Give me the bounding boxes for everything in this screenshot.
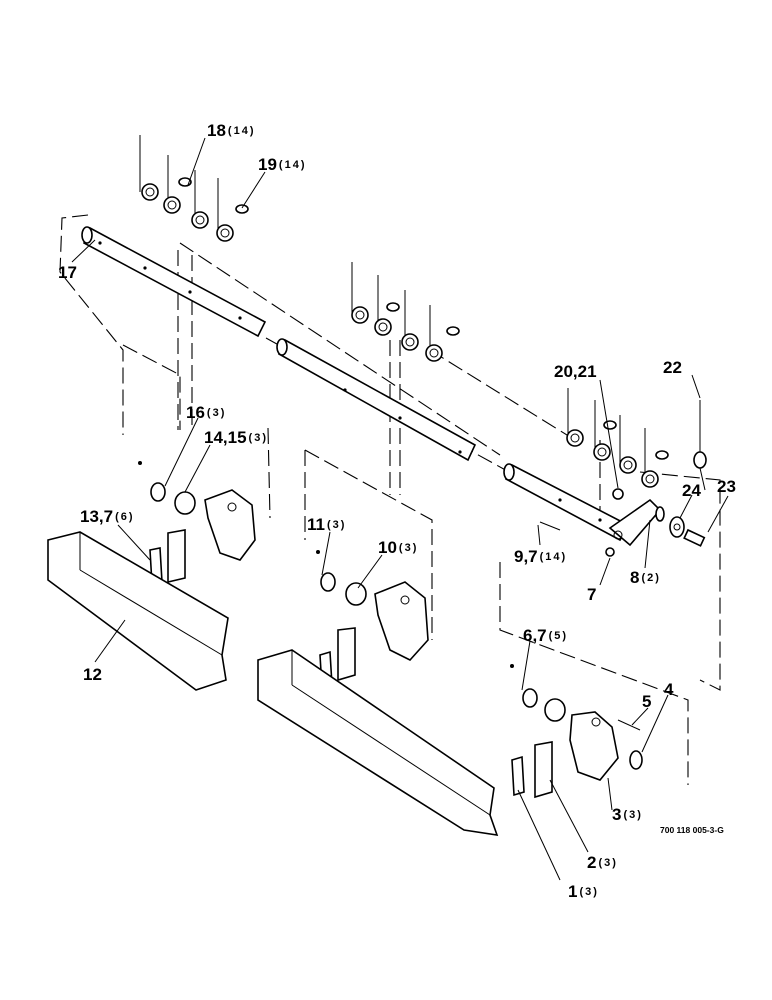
callout-1: 1(3) xyxy=(568,882,599,901)
leader-lines xyxy=(71,137,729,881)
callout-labels: 18(14) 19(14) 17 22 20,21 16(3) 14,15(3)… xyxy=(58,121,736,901)
callout-6-7: 6,7(5) xyxy=(523,626,568,645)
tine-group-middle xyxy=(351,262,460,362)
callout-17: 17 xyxy=(58,263,77,282)
callout-22: 22 xyxy=(663,358,682,377)
callout-8: 8(2) xyxy=(630,568,661,587)
callout-24: 24 xyxy=(682,481,701,500)
callout-23: 23 xyxy=(717,477,736,496)
shaft-section-left xyxy=(81,226,267,338)
callout-7: 7 xyxy=(587,585,596,604)
callout-5: 5 xyxy=(642,692,651,711)
callout-3: 3(3) xyxy=(612,805,643,824)
frame-channel-left xyxy=(47,531,229,691)
frame-channel-right xyxy=(257,649,499,836)
callout-20-21: 20,21 xyxy=(554,362,597,381)
callout-18: 18(14) xyxy=(207,121,255,140)
callout-4: 4 xyxy=(664,680,674,699)
bracket-assembly-left xyxy=(138,461,256,585)
callout-2: 2(3) xyxy=(587,853,618,872)
bracket-assembly-right xyxy=(510,664,643,799)
callout-19: 19(14) xyxy=(258,155,306,174)
callout-12: 12 xyxy=(83,665,102,684)
grease-fitting xyxy=(693,400,707,491)
crank-arm-assembly xyxy=(539,498,706,557)
callout-13-7: 13,7(6) xyxy=(80,507,135,526)
callout-11: 11(3) xyxy=(307,515,346,534)
shaft-section-middle xyxy=(276,338,477,462)
callout-16: 16(3) xyxy=(186,403,226,422)
shaft-section-right xyxy=(503,463,630,542)
figure-reference-number: 700 118 005-3-G xyxy=(660,825,724,835)
callout-14-15: 14,15(3) xyxy=(204,428,268,447)
tine-group-left xyxy=(139,135,249,242)
bracket-assembly-middle xyxy=(316,550,429,690)
callout-9-7: 9,7(14) xyxy=(514,547,567,566)
callout-10: 10(3) xyxy=(378,538,418,557)
tine-group-right xyxy=(566,388,669,500)
